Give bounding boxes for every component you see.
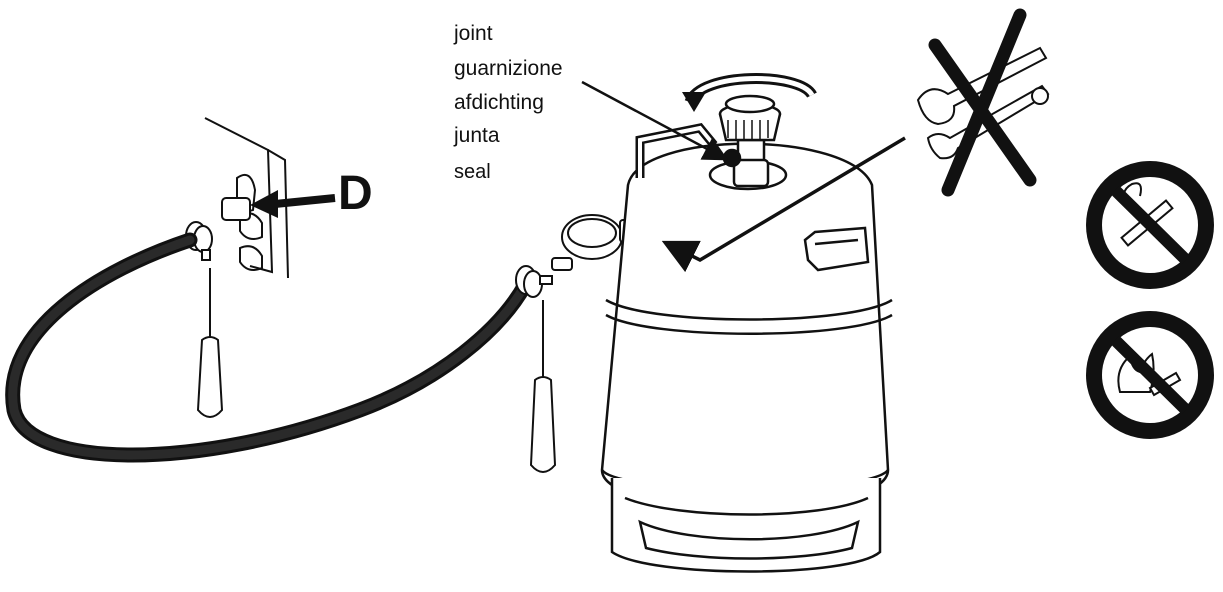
gas-bottle — [600, 142, 893, 573]
no-open-flame-icon — [1086, 311, 1214, 439]
screwdriver-right — [529, 300, 557, 473]
connection-callout-letter: D — [338, 167, 373, 220]
seal-label-italian: guarnizione — [454, 57, 563, 80]
seal-label-english: seal — [454, 161, 491, 183]
seal-label-spanish: junta — [454, 124, 500, 147]
screwdriver-left — [196, 268, 224, 418]
valve-rotation-arrow — [682, 73, 817, 112]
gas-hose — [5, 232, 533, 463]
seal-label-french: joint — [454, 22, 493, 45]
no-smoking-icon — [1086, 161, 1214, 289]
callout-d-arrow — [250, 190, 336, 218]
tools-pointer — [661, 136, 906, 273]
seal-pointer — [581, 80, 729, 161]
crossed-out-wrench-and-pliers-icon — [916, 8, 1050, 197]
bottle-valve — [718, 94, 782, 188]
hose-clamp-right — [515, 265, 553, 298]
seal-label-dutch: afdichting — [454, 91, 544, 114]
